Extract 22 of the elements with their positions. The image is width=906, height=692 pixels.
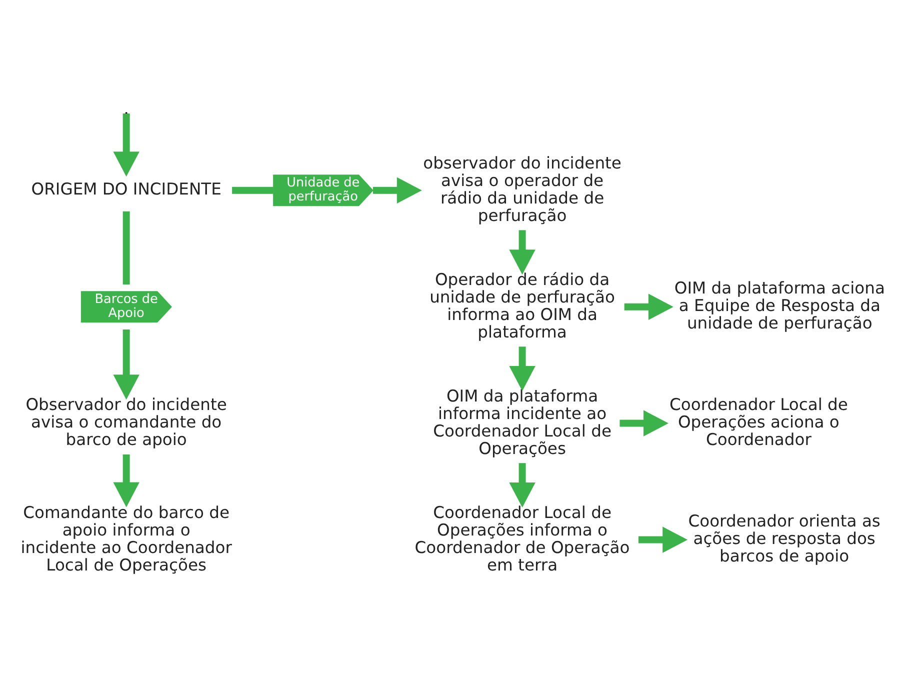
arrow — [624, 294, 674, 320]
node-text: ORIGEM DO INCIDENTE — [31, 180, 222, 199]
arrow — [509, 463, 536, 508]
node-text: Operador de rádio da unidade de perfuração informa ao OIM da plataforma — [430, 270, 615, 342]
arrow — [509, 346, 536, 392]
arrow — [509, 230, 536, 275]
arrow — [113, 329, 140, 400]
arrow — [620, 410, 668, 436]
node-text: Coordenador Local de Operações aciona o Coordenador — [670, 395, 848, 450]
node-text: Coordenador orienta as ações de resposta dos barcos de apoio — [688, 512, 880, 566]
node-text: OIM da plataforma informa incidente ao Coordenador Local de Operações — [433, 386, 612, 458]
arrow — [638, 526, 688, 553]
connector — [122, 211, 130, 284]
arrow — [372, 177, 422, 204]
node-text: Observador do incidente avisa o comandante do barco de apoio — [26, 395, 227, 450]
node-text: Comandante do barco de apoio informa o incidente ao Coordenador Local de Operações — [20, 502, 232, 574]
connector — [232, 186, 274, 194]
node-text: Coordenador Local de Operações informa o Coordenador de Operação em terra — [414, 502, 630, 574]
arrow — [113, 454, 140, 508]
arrow — [113, 114, 140, 177]
node-text: OIM da plataforma aciona a Equipe de Resposta da unidade de perfuração — [674, 278, 885, 333]
node-text: observador do incidente avisa o operador de rádio da unidade de perfuração — [423, 153, 622, 225]
